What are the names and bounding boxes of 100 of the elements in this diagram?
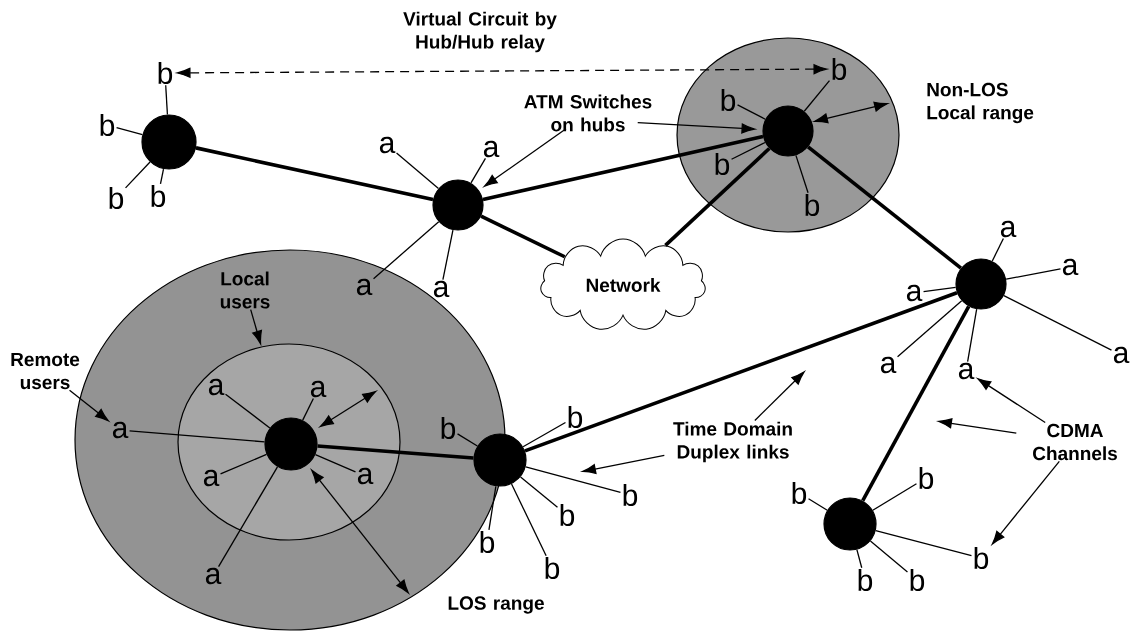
user-line bbox=[1005, 268, 1062, 280]
user-line bbox=[224, 393, 271, 429]
virtual-circuit-arrow bbox=[176, 64, 828, 78]
user-line bbox=[872, 483, 918, 511]
range-label: Non-LOS Local range bbox=[927, 82, 1034, 124]
callout-text: CDMA Channels bbox=[1033, 423, 1117, 461]
user-line bbox=[795, 154, 809, 194]
user-line bbox=[525, 466, 622, 494]
link-line bbox=[195, 146, 434, 202]
user-label: b bbox=[805, 194, 820, 217]
user-label: a bbox=[208, 378, 225, 396]
user-line bbox=[442, 229, 454, 281]
user-label: a bbox=[958, 362, 975, 380]
leader-arrow bbox=[250, 309, 262, 345]
user-label: b bbox=[919, 467, 934, 490]
user-label: b bbox=[480, 531, 495, 554]
user-line bbox=[856, 549, 863, 569]
leader-arrow bbox=[483, 128, 567, 187]
callout-text: ATM Switches on hubs bbox=[524, 94, 652, 132]
user-line bbox=[159, 168, 165, 185]
user-label: a bbox=[356, 278, 373, 296]
hub-dot bbox=[762, 105, 814, 157]
user-line bbox=[807, 498, 828, 511]
user-line bbox=[1003, 294, 1113, 351]
user-line bbox=[302, 397, 315, 421]
leader-arrow bbox=[977, 378, 1046, 424]
user-label: b bbox=[832, 58, 847, 81]
user-line bbox=[736, 104, 766, 120]
user-label: a bbox=[357, 467, 374, 485]
callout-text: Remote users bbox=[11, 352, 80, 390]
user-line bbox=[165, 84, 169, 116]
user-label: b bbox=[441, 417, 456, 440]
user-label: a bbox=[1062, 258, 1079, 276]
hub-dot bbox=[432, 179, 484, 231]
user-label: b bbox=[151, 185, 166, 208]
user-label: a bbox=[112, 421, 129, 439]
link-line bbox=[861, 305, 971, 502]
user-line bbox=[803, 79, 831, 112]
link-line bbox=[664, 147, 771, 247]
user-line bbox=[875, 530, 973, 557]
user-label: a bbox=[205, 567, 222, 585]
user-line bbox=[217, 466, 279, 568]
callout-text: Time Domain Duplex links bbox=[673, 421, 792, 463]
hub-dot bbox=[955, 258, 1007, 310]
hub-dot bbox=[473, 433, 527, 487]
user-label: b bbox=[109, 187, 124, 210]
hub-dot bbox=[823, 497, 877, 551]
user-label: b bbox=[792, 482, 807, 505]
user-line bbox=[922, 286, 957, 293]
user-line bbox=[219, 453, 268, 475]
user-line bbox=[519, 476, 559, 508]
leader-arrow bbox=[582, 454, 665, 475]
link-line bbox=[482, 134, 764, 202]
link-line bbox=[480, 214, 566, 259]
edge-label: Virtual Circuit by Hub/Hub relay bbox=[403, 11, 557, 53]
user-label: a bbox=[483, 140, 500, 158]
user-label: a bbox=[906, 284, 923, 302]
user-line bbox=[470, 157, 487, 184]
user-line bbox=[896, 300, 963, 358]
user-label: a bbox=[379, 136, 396, 154]
user-label: a bbox=[433, 280, 450, 298]
user-label: b bbox=[910, 569, 925, 592]
hub-dot bbox=[141, 114, 197, 170]
user-label: b bbox=[974, 547, 989, 570]
user-label: a bbox=[310, 380, 327, 398]
link-line bbox=[317, 444, 474, 460]
user-label: b bbox=[568, 406, 583, 429]
user-line bbox=[314, 453, 357, 473]
user-line bbox=[967, 308, 978, 363]
user-label: b bbox=[715, 153, 730, 176]
user-label: a bbox=[203, 469, 220, 487]
leader-arrow bbox=[754, 371, 805, 422]
user-line bbox=[395, 152, 440, 190]
hub-dot bbox=[264, 417, 318, 471]
user-line bbox=[456, 433, 478, 447]
user-line bbox=[124, 161, 151, 189]
range-circle bbox=[676, 37, 900, 233]
user-line bbox=[128, 430, 266, 443]
link-line bbox=[524, 291, 958, 453]
user-line bbox=[730, 141, 766, 160]
user-label: a bbox=[1000, 220, 1017, 238]
user-label: b bbox=[100, 114, 115, 137]
callout-text: Local users bbox=[220, 271, 270, 309]
user-line bbox=[522, 421, 567, 448]
user-line bbox=[991, 237, 1005, 262]
leader-arrow bbox=[637, 122, 756, 134]
user-label: b bbox=[858, 569, 873, 592]
user-label: b bbox=[721, 89, 736, 112]
range-label: LOS range bbox=[448, 596, 544, 614]
leader-arrow bbox=[991, 460, 1060, 545]
local-range-circle bbox=[177, 343, 401, 541]
leader-arrow bbox=[938, 418, 1017, 434]
user-label: b bbox=[545, 557, 560, 580]
user-line bbox=[510, 483, 547, 557]
user-label: a bbox=[1113, 346, 1130, 364]
user-line bbox=[869, 540, 909, 573]
network-cloud: Network bbox=[540, 238, 706, 330]
user-label: b bbox=[560, 504, 575, 527]
link-line bbox=[806, 145, 963, 270]
user-label: a bbox=[880, 356, 897, 374]
